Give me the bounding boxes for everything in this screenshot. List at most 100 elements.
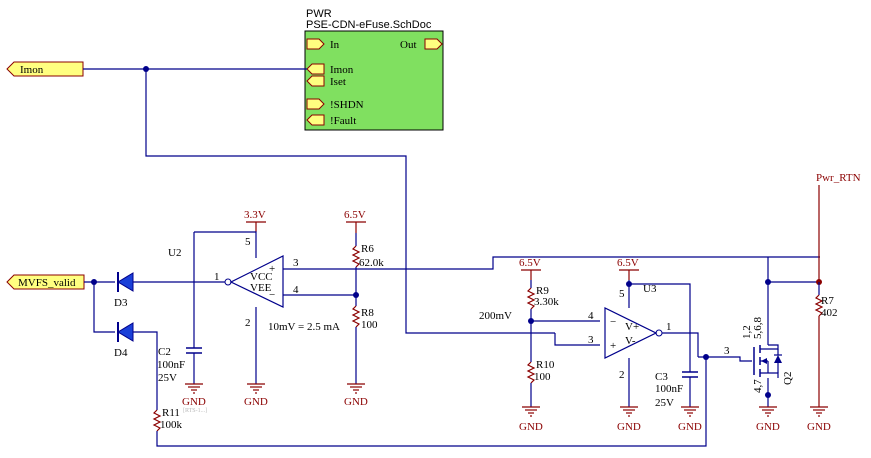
- svg-text:6.5V: 6.5V: [344, 209, 366, 221]
- r8-ref: R8: [361, 307, 374, 319]
- mosfet-q2[interactable]: 1,2 5,6,8 4,7 Q2: [741, 257, 794, 407]
- r7-ref: R7: [821, 295, 834, 307]
- c2-rating: 25V: [158, 372, 177, 384]
- u2-plus: +: [269, 263, 275, 275]
- u2-ref: U2: [168, 247, 181, 259]
- port-mvfs-valid[interactable]: MVFS_valid: [6, 274, 85, 290]
- r8-value: 100: [361, 319, 378, 331]
- svg-text:GND: GND: [617, 421, 641, 433]
- wire-u3-plus: [554, 333, 600, 346]
- gnd-r10: GND: [519, 406, 543, 433]
- power-pwr-rtn: Pwr_RTN: [816, 172, 861, 282]
- u3-minus: −: [610, 316, 616, 328]
- resistor-r9[interactable]: R9 3.30k: [526, 285, 559, 310]
- resistor-r7[interactable]: R7 402: [814, 294, 838, 319]
- u2-pin2: 2: [245, 317, 251, 329]
- q2-pins-top2: 5,6,8: [752, 317, 764, 340]
- d3-ref: D3: [114, 297, 128, 309]
- u2-note: 10mV = 2.5 mA: [268, 321, 340, 333]
- power-6v5-u3: 6.5V: [617, 257, 639, 280]
- u2-pin3: 3: [293, 257, 299, 269]
- wire-q2-gate: [698, 356, 752, 362]
- gnd-u2: GND: [244, 383, 268, 408]
- resistor-r6[interactable]: R6 62.0k: [351, 243, 384, 269]
- gnd-r8: GND: [344, 383, 368, 408]
- resistor-r11[interactable]: R11 100k [RTS-1...]: [152, 407, 207, 432]
- wire-mvfs: [84, 279, 115, 333]
- r10-value: 100: [534, 371, 551, 383]
- gnd-r7: GND: [807, 406, 831, 433]
- svg-text:GND: GND: [756, 421, 780, 433]
- u3-pin4: 4: [588, 310, 594, 322]
- diode-d3[interactable]: D3: [114, 272, 134, 309]
- sheet-entry-iset: Iset: [330, 76, 346, 88]
- svg-text:GND: GND: [519, 421, 543, 433]
- opamp-u3[interactable]: U3 − + V+ V- 4 3 5 2 1: [588, 283, 672, 381]
- wire-d4-r11: [133, 331, 158, 410]
- svg-text:3.3V: 3.3V: [244, 209, 266, 221]
- opamp-u2[interactable]: U2 VCC VEE + − 5 1 3 4 2 10mV = 2.5 mA: [168, 236, 340, 333]
- c2-ref: C2: [158, 346, 171, 358]
- port-mvfs-label: MVFS_valid: [18, 277, 76, 289]
- r9-ref: R9: [536, 285, 549, 297]
- r11-value: 100k: [160, 419, 183, 431]
- diode-d4[interactable]: D4: [114, 322, 134, 359]
- u3-pin1: 1: [666, 321, 672, 333]
- power-6v5-r6: 6.5V: [344, 209, 366, 233]
- u3-ref: U3: [643, 283, 657, 295]
- u3-vminus: V-: [625, 335, 636, 347]
- q2-pins-bottom: 4,7: [752, 379, 764, 393]
- sheet-symbol-pwr[interactable]: PWR PSE-CDN-eFuse.SchDoc In Out Imon Ise…: [304, 8, 444, 131]
- c2-value: 100nF: [157, 359, 185, 371]
- sheet-designator: PWR: [306, 8, 332, 20]
- sheet-entry-fault: !Fault: [330, 115, 356, 127]
- power-3v3: 3.3V: [244, 209, 266, 232]
- r9-value: 3.30k: [534, 296, 559, 308]
- net-200mv: 200mV: [479, 310, 512, 322]
- q2-gate-pin: 3: [724, 345, 730, 357]
- u3-plus: +: [610, 340, 616, 352]
- u2-minus: −: [269, 289, 275, 301]
- wire-c3-top: [629, 283, 691, 372]
- q2-pins-top: 1,2: [741, 325, 753, 339]
- gnd-c3: GND: [678, 406, 702, 433]
- svg-text:6.5V: 6.5V: [519, 257, 541, 269]
- r6-ref: R6: [361, 243, 374, 255]
- u2-vee: VEE: [250, 282, 272, 294]
- resistor-r10[interactable]: R10 100: [526, 359, 555, 384]
- svg-text:GND: GND: [678, 421, 702, 433]
- q2-ref: Q2: [782, 372, 794, 385]
- r10-ref: R10: [536, 359, 555, 371]
- sheet-entry-shdn: !SHDN: [330, 99, 364, 111]
- svg-text:Pwr_RTN: Pwr_RTN: [816, 172, 861, 184]
- sheet-filename: PSE-CDN-eFuse.SchDoc: [306, 19, 432, 31]
- port-imon[interactable]: Imon: [6, 61, 84, 77]
- capacitor-c3[interactable]: C3 100nF 25V: [655, 371, 698, 409]
- r11-faint-label: [RTS-1...]: [183, 408, 207, 414]
- wire-3v3: [194, 231, 257, 258]
- u3-pin5: 5: [619, 288, 625, 300]
- port-imon-label: Imon: [20, 64, 44, 76]
- wire-r11-bottom: [156, 355, 707, 447]
- u2-pin4: 4: [293, 284, 299, 296]
- gnd-c2: GND: [182, 383, 206, 408]
- r11-ref: R11: [162, 407, 180, 419]
- u2-pin1: 1: [214, 271, 220, 283]
- svg-text:GND: GND: [182, 396, 206, 408]
- resistor-r8[interactable]: R8 100: [351, 305, 378, 331]
- capacitor-c2[interactable]: C2 100nF 25V: [157, 232, 202, 384]
- gnd-u3: GND: [617, 406, 641, 433]
- u2-pin5: 5: [245, 236, 251, 248]
- u3-pin2: 2: [619, 369, 625, 381]
- u2-vcc: VCC: [250, 271, 273, 283]
- svg-text:GND: GND: [807, 421, 831, 433]
- svg-text:GND: GND: [244, 396, 268, 408]
- gnd-q2: GND: [756, 406, 780, 433]
- r6-value: 62.0k: [359, 257, 384, 269]
- d4-ref: D4: [114, 347, 128, 359]
- sheet-entry-imon: Imon: [330, 64, 354, 76]
- u3-vplus: V+: [625, 321, 639, 333]
- r7-value: 402: [821, 307, 838, 319]
- c3-value: 100nF: [655, 383, 683, 395]
